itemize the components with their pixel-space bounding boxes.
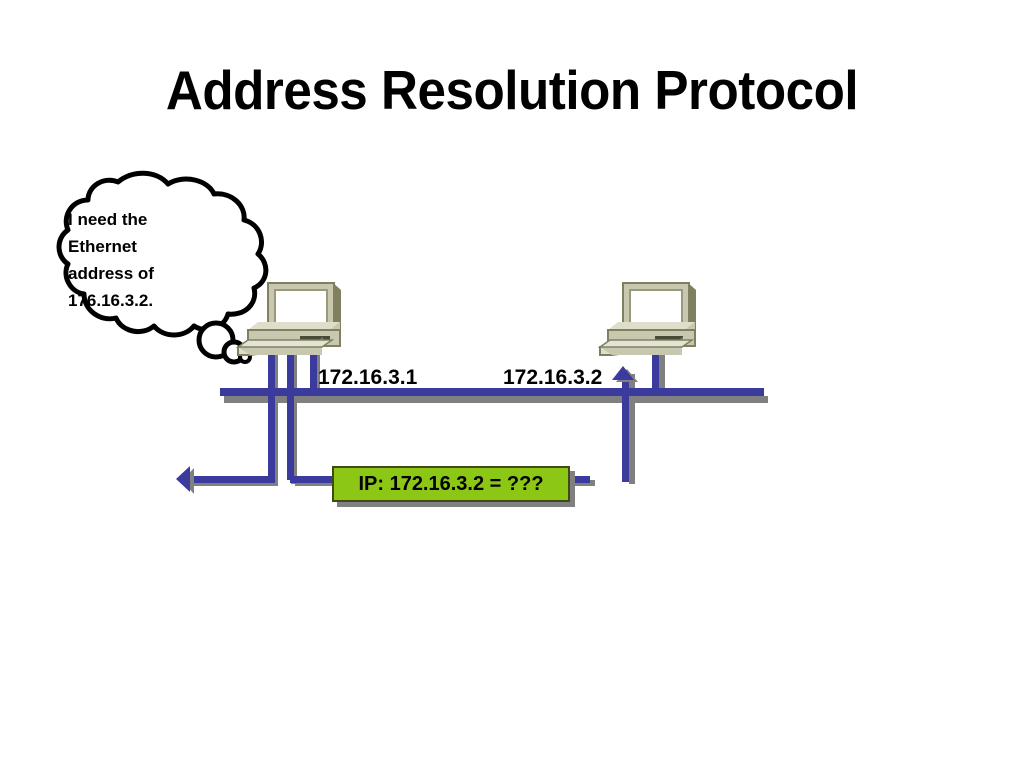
thought-bubble-line-1: I need the [68, 210, 148, 229]
left-host-drop-b [287, 347, 294, 480]
thought-bubble-cloud [56, 170, 269, 338]
bus-shadow-horizontal [224, 396, 768, 403]
delivery-arrow-up[interactable] [612, 366, 634, 380]
broadcast-arrow-left[interactable] [176, 466, 190, 492]
ip-label-host-left: 172.16.3.1 [318, 366, 418, 389]
left-host-drop-a [268, 347, 275, 480]
drop-shadow-right-a [629, 374, 635, 484]
right-host-drop [652, 349, 659, 392]
broadcast-line-left [190, 476, 275, 483]
left-host-drop-c [310, 347, 317, 392]
drop-shadow-right-b [659, 352, 665, 398]
arp-request-box[interactable]: IP: 172.16.3.2 = ??? [332, 466, 570, 502]
right-host-uplink [622, 372, 629, 482]
page-title: Address Resolution Protocol [165, 59, 859, 121]
arp-request-label: IP: 172.16.3.2 = ??? [358, 472, 544, 495]
ethernet-bus [220, 388, 764, 396]
desktop-computer-icon-right[interactable] [597, 282, 696, 356]
thought-bubble-line-2: Ethernet [68, 237, 137, 256]
ip-label-host-right: 172.16.3.2 [503, 366, 603, 389]
thought-bubble-line-3: address of [68, 264, 154, 283]
thought-bubble-line-4: 176.16.3.2. [68, 291, 154, 310]
desktop-computer-icon-left[interactable] [235, 282, 341, 356]
thought-bubble-text: I need the Ethernet address of 176.16.3.… [68, 206, 203, 314]
